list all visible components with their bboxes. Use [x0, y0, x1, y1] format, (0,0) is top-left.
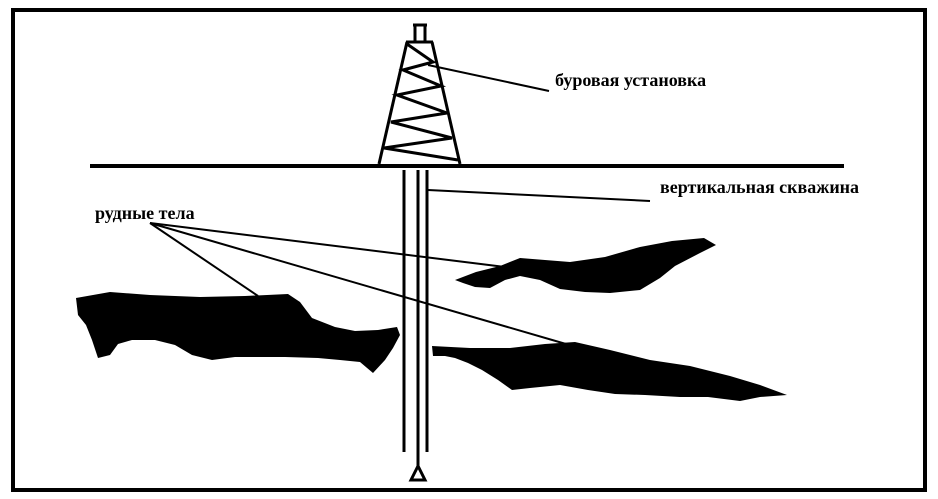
- leader-well: [427, 189, 651, 202]
- vertical-well: [402, 170, 429, 466]
- label-vertical-well: вертикальная скважина: [660, 177, 860, 197]
- label-drilling-rig: буровая установка: [555, 70, 707, 90]
- diagram-frame: [11, 8, 927, 492]
- leader-ore-left: [149, 222, 259, 297]
- leader-ore-upper: [149, 222, 506, 268]
- leader-rig: [427, 64, 550, 92]
- ore-body-upper-right: [455, 238, 716, 293]
- leader-lines: [149, 64, 651, 345]
- leader-ore-lower: [149, 222, 567, 345]
- ore-body-left: [76, 292, 400, 373]
- label-ore-bodies: рудные тела: [95, 203, 195, 223]
- drill-bit-icon: [408, 462, 428, 482]
- ore-body-lower-right: [432, 342, 787, 401]
- drilling-rig: [377, 23, 462, 165]
